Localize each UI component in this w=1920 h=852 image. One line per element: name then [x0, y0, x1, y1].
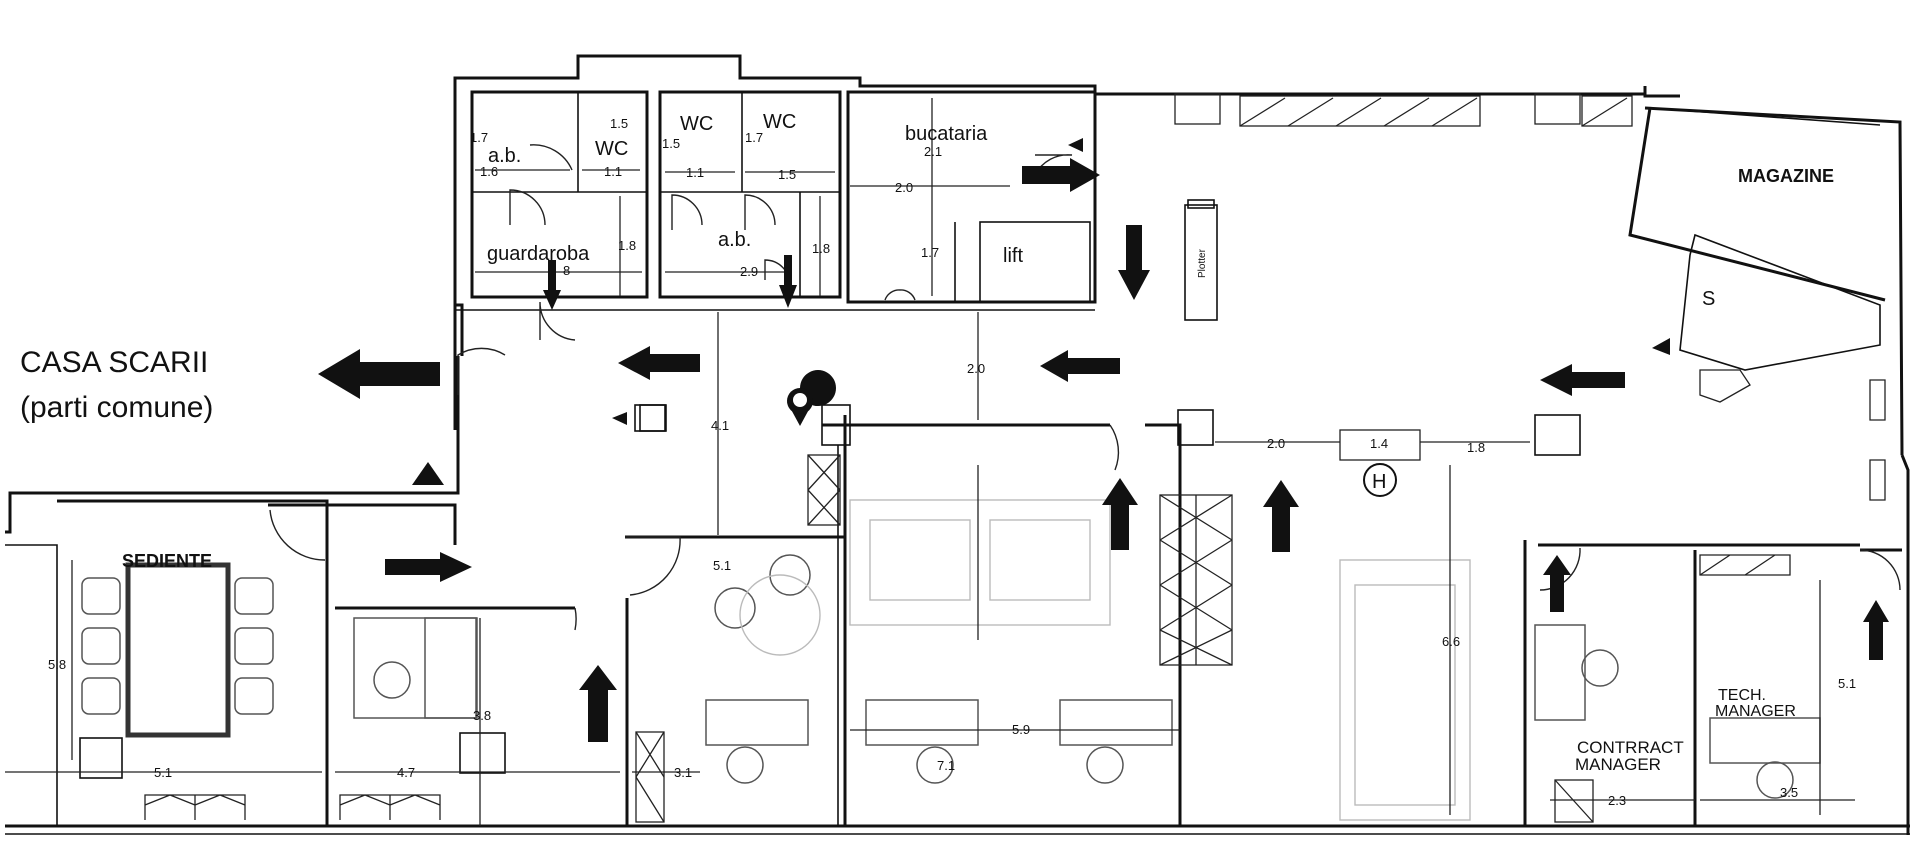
room-meeting: SEDIENTE	[122, 551, 212, 571]
room-ab-left: a.b.	[488, 145, 521, 167]
contract-manager-label-2: MANAGER	[1575, 755, 1661, 774]
arrow-left-right	[1540, 364, 1625, 396]
small-pointer-right	[1652, 338, 1670, 355]
dimension-label: 1.7	[745, 130, 763, 145]
dimension-label: 1.8	[812, 241, 830, 256]
dimension-label: 3.1	[674, 765, 692, 780]
stairs-label-1: CASA SCARII	[20, 346, 208, 379]
arrow-down-ab	[779, 255, 797, 308]
dimension-label: 3.5	[1780, 785, 1798, 800]
contract-manager-label-1: CONTRRACT	[1577, 738, 1684, 757]
stairs-label-2: (parti comune)	[20, 391, 213, 424]
dimension-label: 4.7	[397, 765, 415, 780]
arrow-left-mid	[1040, 350, 1120, 382]
dimension-label: 2.0	[1267, 436, 1285, 451]
small-triangle	[412, 462, 444, 485]
stair-s-label: S	[1702, 288, 1715, 310]
arrow-left-corridor	[618, 346, 700, 380]
dimension-label: 5.9	[1012, 722, 1030, 737]
arrow-up-4	[1543, 555, 1571, 612]
room-wc-mid: WC	[680, 113, 713, 135]
windows	[144, 93, 1886, 820]
dimension-label: 8	[563, 263, 570, 278]
service-block	[455, 90, 1097, 311]
room-wc-left: WC	[595, 138, 628, 160]
dimension-label: 2.0	[967, 361, 985, 376]
arrow-right-office	[385, 552, 472, 582]
tech-manager-label-1: TECH.	[1718, 687, 1766, 704]
hydrant-icon: H	[1363, 463, 1397, 497]
room-wc-right: WC	[763, 111, 796, 133]
plotter-box	[1184, 204, 1218, 321]
shelving	[635, 454, 1594, 823]
dimension-label: 6.6	[1442, 634, 1460, 649]
room-ab-mid: a.b.	[718, 229, 751, 251]
arrow-up-1	[579, 665, 617, 742]
dimension-label: 3.8	[473, 708, 491, 723]
fire-extinguisher-icon	[787, 370, 836, 426]
small-pointer-left	[612, 412, 627, 425]
room-storage: MAGAZINE	[1738, 166, 1834, 186]
room-lift: lift	[1003, 245, 1023, 267]
office-desks	[353, 554, 1821, 799]
tech-manager-label-2: MANAGER	[1715, 703, 1796, 720]
small-pointer-kitchen	[1068, 138, 1083, 152]
hydrant-label: H	[1372, 471, 1386, 493]
dimension-label: 1.1	[604, 164, 622, 179]
room-kitchen: bucataria	[905, 123, 988, 145]
arrow-up-2	[1102, 478, 1138, 550]
plotter-label: Plotter	[1197, 248, 1208, 278]
dimension-label: 4.1	[711, 418, 729, 433]
dimension-label: 5.1	[1838, 676, 1856, 691]
room-wardrobe: guardaroba	[487, 243, 590, 265]
dimension-label: 2.1	[924, 144, 942, 159]
meeting-furniture	[81, 562, 274, 738]
dimension-label: 1.1	[686, 165, 704, 180]
doors	[269, 144, 1901, 631]
dimension-label: 1.5	[778, 167, 796, 182]
dimension-label: 7.1	[937, 758, 955, 773]
arrow-right-kitchen	[1022, 158, 1100, 192]
dimension-label: 1.7	[470, 130, 488, 145]
dimension-label: 5.1	[713, 558, 731, 573]
dimension-label: 1.6	[480, 164, 498, 179]
dimension-lines	[5, 98, 1855, 826]
arrow-up-5	[1863, 600, 1889, 660]
evacuation-arrows	[318, 138, 1889, 742]
dimension-label: 2.3	[1608, 793, 1626, 808]
dimension-label: 1.7	[921, 245, 939, 260]
dimension-labels: 1.7 1.5 1.6 1.1 1.5 1.7 1.1 1.5 2.1 2.0 …	[48, 116, 1856, 808]
dimension-label: 1.4	[1370, 436, 1388, 451]
arrow-up-3	[1263, 480, 1299, 552]
dimension-label: 5.8	[48, 657, 66, 672]
dimension-label: 1.8	[618, 238, 636, 253]
storage-room	[1628, 107, 1886, 403]
dimension-label: 5.1	[154, 765, 172, 780]
dimension-label: 2.0	[895, 180, 913, 195]
dimension-label: 1.5	[610, 116, 628, 131]
arrow-left-stairs	[318, 349, 440, 399]
outer-walls	[5, 54, 1910, 835]
dimension-label: 1.5	[662, 136, 680, 151]
dimension-label: 1.8	[1467, 440, 1485, 455]
arrow-down-plotter	[1118, 225, 1150, 300]
arrow-down-wardrobe	[543, 260, 561, 310]
faded-furniture	[849, 499, 1471, 821]
dimension-label: 2.9	[740, 264, 758, 279]
